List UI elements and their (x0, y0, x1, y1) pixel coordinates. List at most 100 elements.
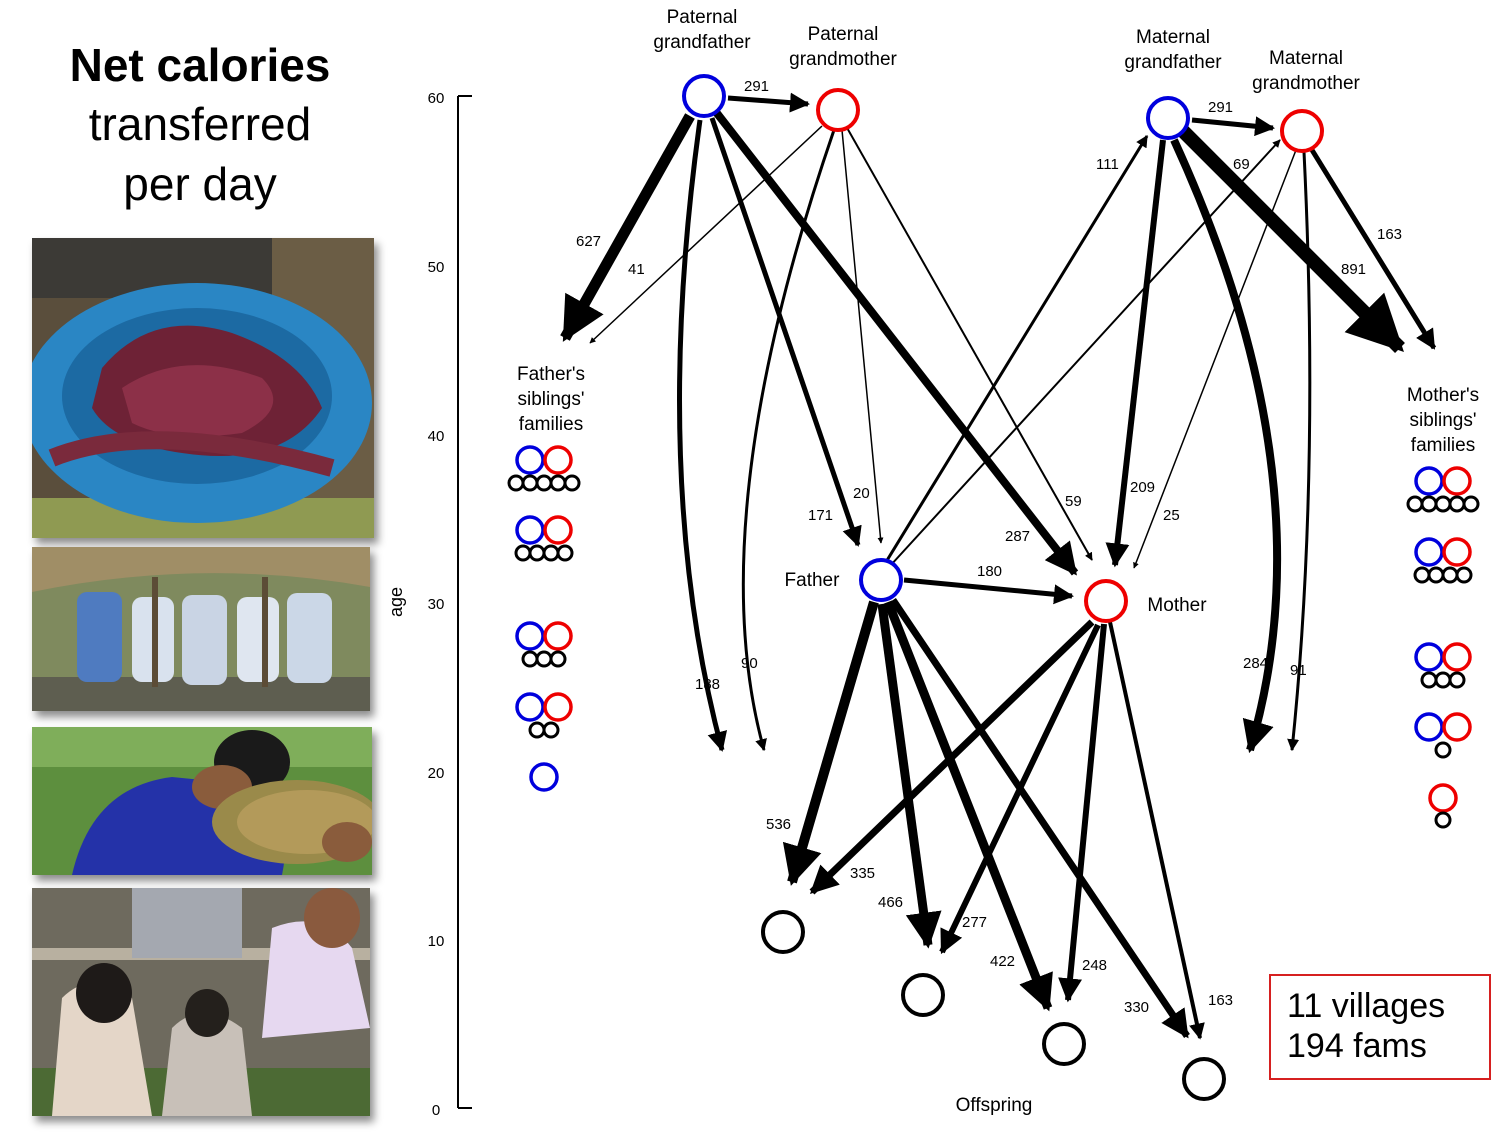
family-icon (1414, 642, 1472, 689)
axis-tick: 20 (428, 765, 445, 782)
node-labels: Paternal grandfather Paternal grandmothe… (517, 7, 1479, 1116)
arrow-father-child4 (890, 598, 1190, 1039)
arrow-father-mgf (884, 134, 1149, 563)
value-mgf-mgm: 291 (1208, 99, 1233, 116)
value-mother-child2: 277 (962, 914, 987, 931)
value-father-child3: 422 (990, 953, 1015, 970)
arrow-mgf-msib (1177, 125, 1405, 353)
offspring-node (761, 910, 805, 954)
value-pgf-father: 171 (808, 507, 833, 524)
fathers-siblings-label: families (519, 414, 583, 435)
arrow-pgf-father (709, 117, 862, 547)
arrow-father-child1 (782, 600, 879, 886)
note-villages: 11 villages (1287, 987, 1446, 1025)
title-line-2: transferred (88, 98, 312, 150)
value-mother-child1: 335 (850, 865, 875, 882)
mothers-siblings-families (1406, 466, 1480, 829)
arrow-mgm-msib (1309, 148, 1437, 350)
family-icon (507, 445, 581, 492)
age-axis: age 0 10 20 30 40 50 60 (386, 90, 472, 1119)
family-photo (32, 888, 370, 1116)
axis-label: age (386, 587, 406, 617)
paternal-grandfather-label: Paternal (667, 7, 738, 28)
arrow-pgf-pgm (727, 92, 810, 113)
mothers-siblings-label: Mother's (1407, 385, 1479, 406)
family-icon (515, 621, 573, 668)
value-mgf-mother: 209 (1130, 479, 1155, 496)
family-icon (515, 692, 573, 739)
arrow-father-mother (903, 577, 1074, 605)
family-icon (1428, 783, 1458, 829)
grain-sacks-photo (32, 547, 370, 711)
axis-tick: 0 (432, 1102, 440, 1119)
family-icon (514, 515, 574, 562)
chart-title: Net calories transferred per day (20, 36, 380, 214)
axis-tick: 10 (428, 933, 445, 950)
arrow-pgm-mother (845, 125, 1093, 561)
arrow-mother-child4 (1108, 621, 1205, 1040)
father-node (859, 558, 903, 602)
value-father-child2: 466 (878, 894, 903, 911)
paternal-grandmother-node (816, 88, 860, 132)
maternal-grandfather-node (1146, 96, 1190, 140)
title-line-1: Net calories (69, 39, 331, 91)
father-label: Father (785, 570, 841, 591)
value-mgf-msib: 891 (1341, 261, 1366, 278)
axis-tick: 40 (428, 428, 445, 445)
value-mother-child3: 248 (1082, 957, 1107, 974)
value-mgm-msib: 163 (1377, 226, 1402, 243)
arrow-pgf-mother (712, 109, 1079, 576)
sample-size-note: 11 villages 194 fams (1269, 974, 1491, 1080)
paternal-grandmother-label: Paternal (808, 24, 879, 45)
arrow-father-mgm (889, 139, 1281, 567)
offspring-node (1042, 1022, 1086, 1066)
value-father-mgm: 69 (1233, 156, 1250, 173)
arrow-pgm-father (841, 129, 884, 544)
maternal-grandfather-label: grandfather (1124, 52, 1222, 73)
family-icon (529, 762, 559, 792)
axis-tick: 30 (428, 596, 445, 613)
value-father-mother: 180 (977, 563, 1002, 580)
value-pgf-mother: 287 (1005, 528, 1030, 545)
family-icon (1414, 712, 1472, 759)
value-pgf-offspring: 188 (695, 676, 720, 693)
arrow-mgf-offspring (1170, 138, 1282, 754)
mother-label: Mother (1147, 595, 1207, 616)
value-mgf-offspring: 284 (1243, 655, 1268, 672)
transfer-arrows (560, 92, 1437, 1040)
fathers-siblings-label: siblings' (518, 389, 585, 410)
value-pgm-mother: 59 (1065, 493, 1082, 510)
transfer-values: 291 627 41 171 20 287 59 188 90 291 111 … (576, 78, 1402, 1016)
maternal-grandmother-label: grandmother (1252, 73, 1360, 94)
axis-tick: 50 (428, 259, 445, 276)
maternal-grandmother-node (1280, 109, 1324, 153)
maternal-grandfather-label: Maternal (1136, 27, 1210, 48)
meat-bowl-photo (32, 238, 374, 538)
arrow-mgm-offspring (1287, 151, 1312, 752)
fathers-siblings-label: Father's (517, 364, 585, 385)
paternal-grandfather-label: grandfather (653, 32, 751, 53)
arrow-mother-child3 (1058, 623, 1107, 1003)
value-mother-child4: 163 (1208, 992, 1233, 1009)
value-mgm-mother: 25 (1163, 507, 1180, 524)
value-father-child4: 330 (1124, 999, 1149, 1016)
arrow-father-child2 (877, 603, 942, 949)
arrow-pgm-offspring (741, 129, 836, 752)
arrow-mgf-mother (1105, 139, 1166, 568)
arrow-pgm-fsib (589, 125, 823, 344)
paternal-grandfather-node (682, 74, 726, 118)
paternal-grandmother-label: grandmother (789, 49, 897, 70)
value-father-child1: 536 (766, 816, 791, 833)
arrow-pgf-fsib (560, 113, 695, 342)
arrow-father-child3 (883, 600, 1053, 1012)
mother-node (1084, 579, 1128, 623)
offspring-label: Offspring (956, 1095, 1033, 1116)
note-families: 194 fams (1287, 1027, 1427, 1065)
offspring-node (1182, 1057, 1226, 1101)
value-pgm-fsib: 41 (628, 261, 645, 278)
value-pgf-fsib: 627 (576, 233, 601, 250)
title-line-3: per day (123, 158, 277, 210)
value-pgm-father: 20 (853, 485, 870, 502)
value-pgm-offspring: 90 (741, 655, 758, 672)
